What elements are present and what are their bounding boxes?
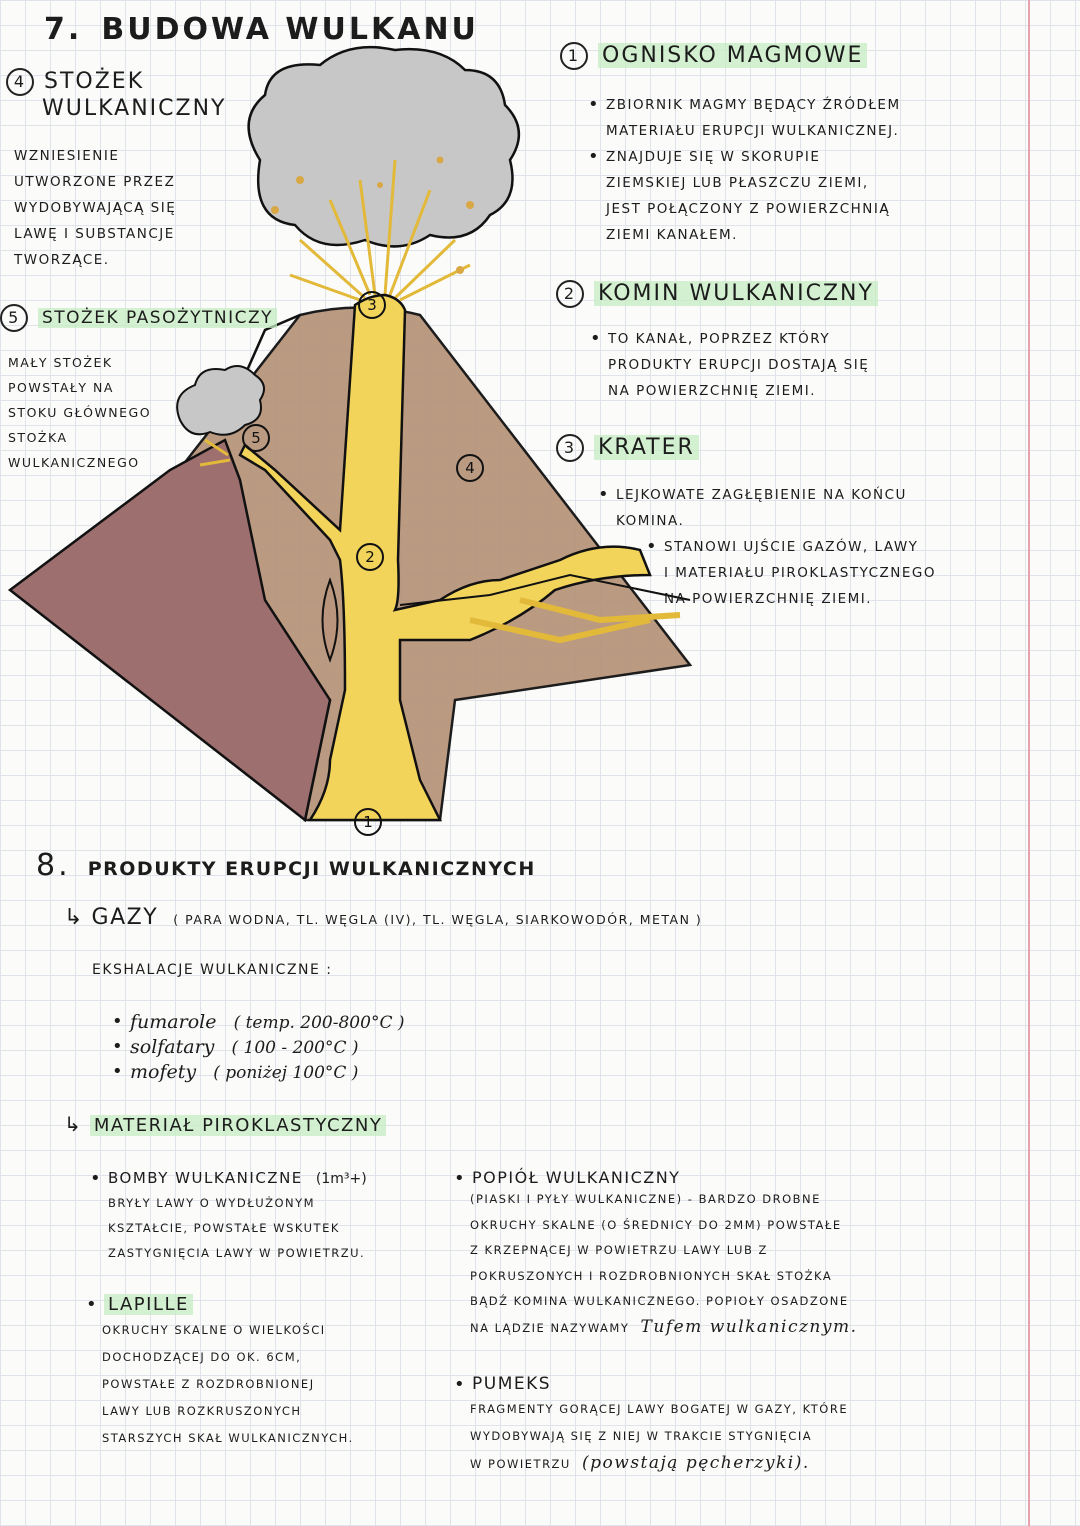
crater-bullet-2: stanowi ujście gazów, lawy i materiału p… [556,534,956,612]
ash-cloud [249,47,519,246]
chamber-bullet-1: zbiornik magmy będący źródłem materiału … [588,92,960,144]
section8-heading: 8. Produkty erupcji wulkanicznych [36,848,536,883]
crater-definition: 3Krater lejkowate zagłębienie na końcu k… [556,434,956,612]
chamber-number: 1 [560,42,588,70]
gases-heading: ↳ Gazy ( para wodna, tl. węgla (IV), tl.… [64,905,964,930]
crater-bullet-1: lejkowate zagłębienie na końcu komina. [556,482,956,534]
cone-title: 4Stożek [6,68,226,96]
vent-definition: 2Komin wulkaniczny to kanał, poprzez któ… [556,280,956,404]
section8-title: Produkty erupcji wulkanicznych [88,858,536,880]
pumice-title: Pumeks [472,1374,551,1394]
cone-number: 4 [6,68,34,96]
chamber-bullet-2: znajduje się w skorupie ziemskiej lub pł… [588,144,960,248]
section8-number: 8. [36,848,71,883]
exhalations-list: fumarole ( temp. 200-800°C ) solfatary (… [112,1010,512,1085]
cone-text: wzniesienie utworzone przez wydobywającą… [6,143,226,273]
lapille-title: Lapille [104,1294,193,1315]
diagram-label-1: 1 [363,813,373,831]
parasitic-number: 5 [0,304,28,332]
vent-bullets: to kanał, poprzez który produkty erupcji… [556,326,956,404]
lapille-block: Lapille okruchy skalne o wielkości docho… [86,1294,426,1452]
vent-bullet-1: to kanał, poprzez który produkty erupcji… [590,326,956,404]
cone-definition: 4Stożek wulkaniczny wzniesienie utworzon… [6,68,226,273]
section7-number: 7. [44,12,82,47]
parasitic-text: mały stożek powstały na stoku głównego s… [0,350,280,475]
chamber-bullets: zbiornik magmy będący źródłem materiału … [560,92,960,248]
bombs-size: (1m³+) [316,1171,367,1187]
pyroclastic-heading: ↳ Materiał piroklastyczny [64,1112,386,1136]
diagram-label-3: 3 [367,296,377,314]
pumice-text: fragmenty gorącej lawy bogatej w gazy, k… [454,1396,924,1478]
pyroclastic-title: Materiał piroklastyczny [90,1115,386,1136]
section7-title: Budowa wulkanu [101,12,479,47]
bombs-title: Bomby wulkaniczne [108,1169,303,1187]
crater-title: 3Krater [556,434,956,462]
ash-text: (piaski i pyły wulkaniczne) - bardzo dro… [454,1187,924,1341]
parasitic-definition: 5Stożek pasożytniczy mały stożek powstał… [0,304,280,475]
bombs-text: bryły lawy o wydłużonym kształcie, powst… [90,1191,430,1266]
ash-block: Popiół wulkaniczny (piaski i pyły wulkan… [454,1168,924,1341]
exhalation-item: mofety ( poniżej 100°C ) [112,1060,512,1085]
lapille-text: okruchy skalne o wielkości dochodzącej d… [86,1317,426,1452]
pumice-block: Pumeks fragmenty gorącej lawy bogatej w … [454,1374,924,1478]
vent-number: 2 [556,280,584,308]
exhalation-item: fumarole ( temp. 200-800°C ) [112,1010,512,1035]
ash-title: Popiół wulkaniczny [472,1168,680,1187]
bombs-block: Bomby wulkaniczne (1m³+) bryły lawy o wy… [90,1168,430,1266]
pyroclastic-arrow-icon: ↳ [64,1112,81,1136]
chamber-title: 1Ognisko magmowe [560,42,960,70]
exhalation-item: solfatary ( 100 - 200°C ) [112,1035,512,1060]
ash-tuff: Tufem wulkanicznym. [641,1317,858,1337]
crater-number: 3 [556,434,584,462]
chamber-definition: 1Ognisko magmowe zbiornik magmy będący ź… [560,42,960,248]
exhalations-title: Ekshalacje wulkaniczne : [92,962,333,978]
gases-arrow-icon: ↳ [64,905,82,930]
parasitic-title: 5Stożek pasożytniczy [0,304,280,332]
cone-title-line2: wulkaniczny [6,96,226,121]
section7-heading: 7. Budowa wulkanu [44,12,479,47]
diagram-label-2: 2 [365,548,375,566]
gases-detail: ( para wodna, tl. węgla (IV), tl. węgla,… [173,912,702,927]
diagram-label-4: 4 [465,459,475,477]
gases-title: Gazy [92,905,159,930]
pumice-note: (powstają pęcherzyki). [582,1453,810,1473]
vent-title: 2Komin wulkaniczny [556,280,956,308]
